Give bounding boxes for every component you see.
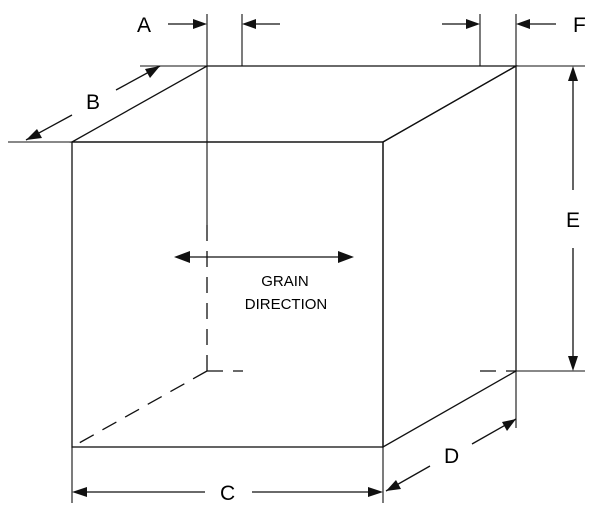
back-diagonal-edge-hidden — [71, 370, 208, 448]
dimension-label-e: E — [566, 209, 580, 232]
dimension-lines — [25, 19, 578, 497]
dimension-label-c: C — [220, 482, 235, 505]
dimension-label-b: B — [86, 91, 100, 114]
dimension-label-d: D — [444, 445, 459, 468]
grain-direction-arrow — [174, 251, 354, 263]
grain-label-line1: GRAIN — [261, 273, 309, 290]
cube-hidden-edges — [71, 66, 516, 448]
extension-lines — [8, 14, 585, 503]
right-face — [382, 64, 517, 449]
front-face — [71, 141, 384, 448]
dimension-label-f: F — [573, 14, 586, 37]
grain-label-line2: DIRECTION — [245, 296, 328, 313]
dimension-label-a: A — [137, 14, 151, 37]
